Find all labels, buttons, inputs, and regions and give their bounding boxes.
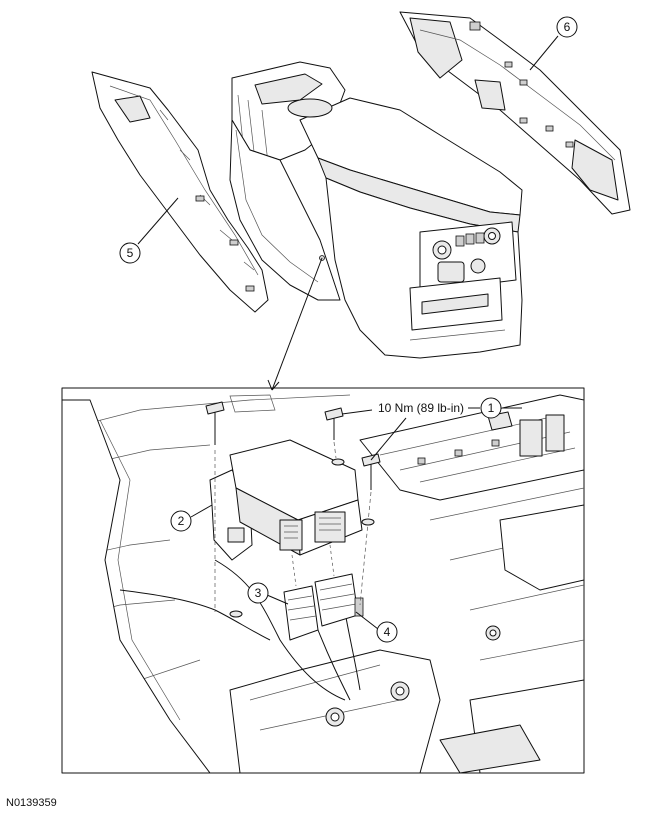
callout-6-label: 6 [564, 20, 571, 34]
callout-4-label: 4 [384, 625, 391, 639]
right-side-trim-panel [399, 11, 631, 215]
callout-5-label: 5 [127, 246, 134, 260]
bolt-center [324, 407, 345, 466]
left-side-trim-panel [91, 71, 269, 313]
figure-id: N0139359 [6, 797, 57, 809]
bolt-right [359, 453, 381, 606]
callout-4: 4 [355, 611, 398, 643]
torque-spec-text: 10 Nm (89 lb-in) [378, 401, 464, 415]
callout-1: 1 [468, 397, 522, 419]
callout-1-label: 1 [488, 401, 495, 415]
callout-2: 2 [170, 504, 213, 532]
torque-callout: 10 Nm (89 lb-in) [341, 401, 464, 461]
center-console-assembly [229, 61, 523, 359]
callout-3-label: 3 [255, 586, 262, 600]
callout-6: 6 [529, 16, 578, 71]
bolt-left [205, 401, 243, 618]
detail-inset [61, 387, 585, 774]
callout-5: 5 [119, 197, 179, 264]
callout-3: 3 [247, 582, 289, 605]
callout-2-label: 2 [178, 514, 185, 528]
